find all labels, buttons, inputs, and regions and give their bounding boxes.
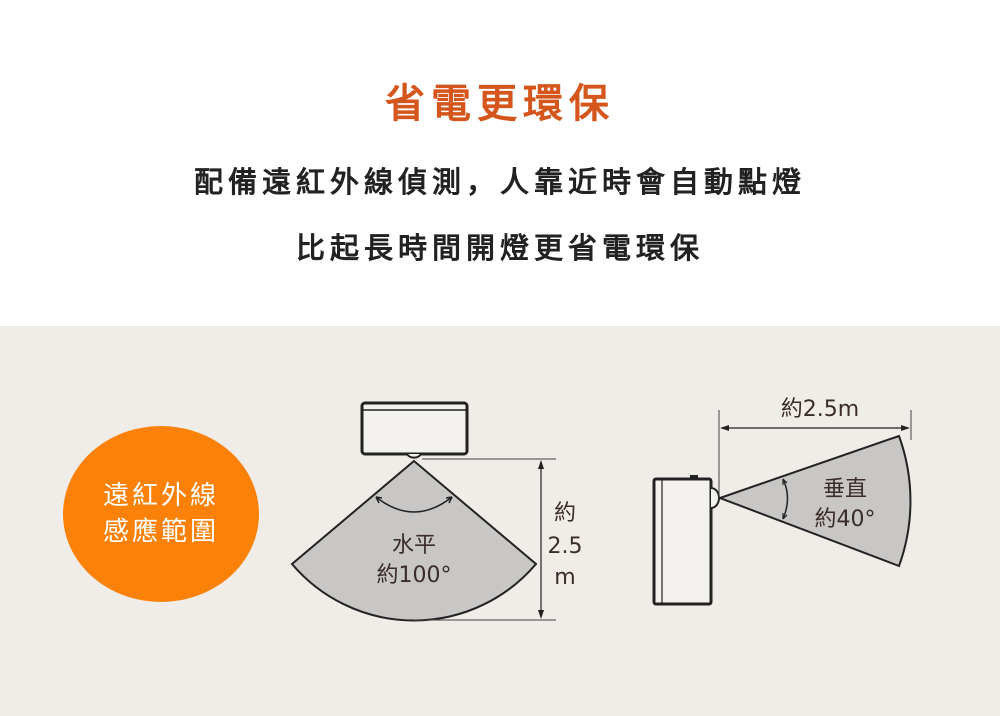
horizontal-angle-label-1: 水平 (391, 533, 436, 558)
sensor-device-side (652, 477, 713, 606)
horizontal-distance-label-1: 約 (553, 501, 576, 526)
page-title: 省電更環保 (385, 81, 615, 127)
badge-line-1: 遠紅外線 (102, 481, 219, 511)
sensor-lens (406, 453, 422, 459)
horizontal-angle-label-2: 約100° (376, 563, 452, 588)
angle-arc-icon-vertical (782, 478, 789, 520)
description-line-1: 配備遠紅外線偵測，人靠近時會自動點燈 (193, 165, 806, 199)
vertical-angle-label-1: 垂直 (822, 477, 867, 502)
vertical-sector (717, 434, 912, 568)
vertical-angle-label-2: 約40° (814, 507, 876, 532)
horizontal-distance-label-3: m (554, 565, 576, 590)
badge-line-2: 感應範圍 (102, 517, 219, 547)
horizontal-range-diagram (290, 401, 556, 622)
vertical-range-diagram (652, 410, 912, 606)
sensor-lens-side (710, 487, 720, 509)
description-line-2: 比起長時間開燈更省電環保 (295, 231, 704, 265)
horizontal-distance-label-2: 2.5 (547, 534, 583, 559)
angle-arc-icon (375, 496, 453, 513)
sensor-diagrams (290, 401, 912, 622)
vertical-distance-label: 約2.5m (780, 397, 860, 422)
sensor-range-badge: 遠紅外線 感應範圍 (63, 426, 259, 602)
top-section (0, 0, 1000, 326)
